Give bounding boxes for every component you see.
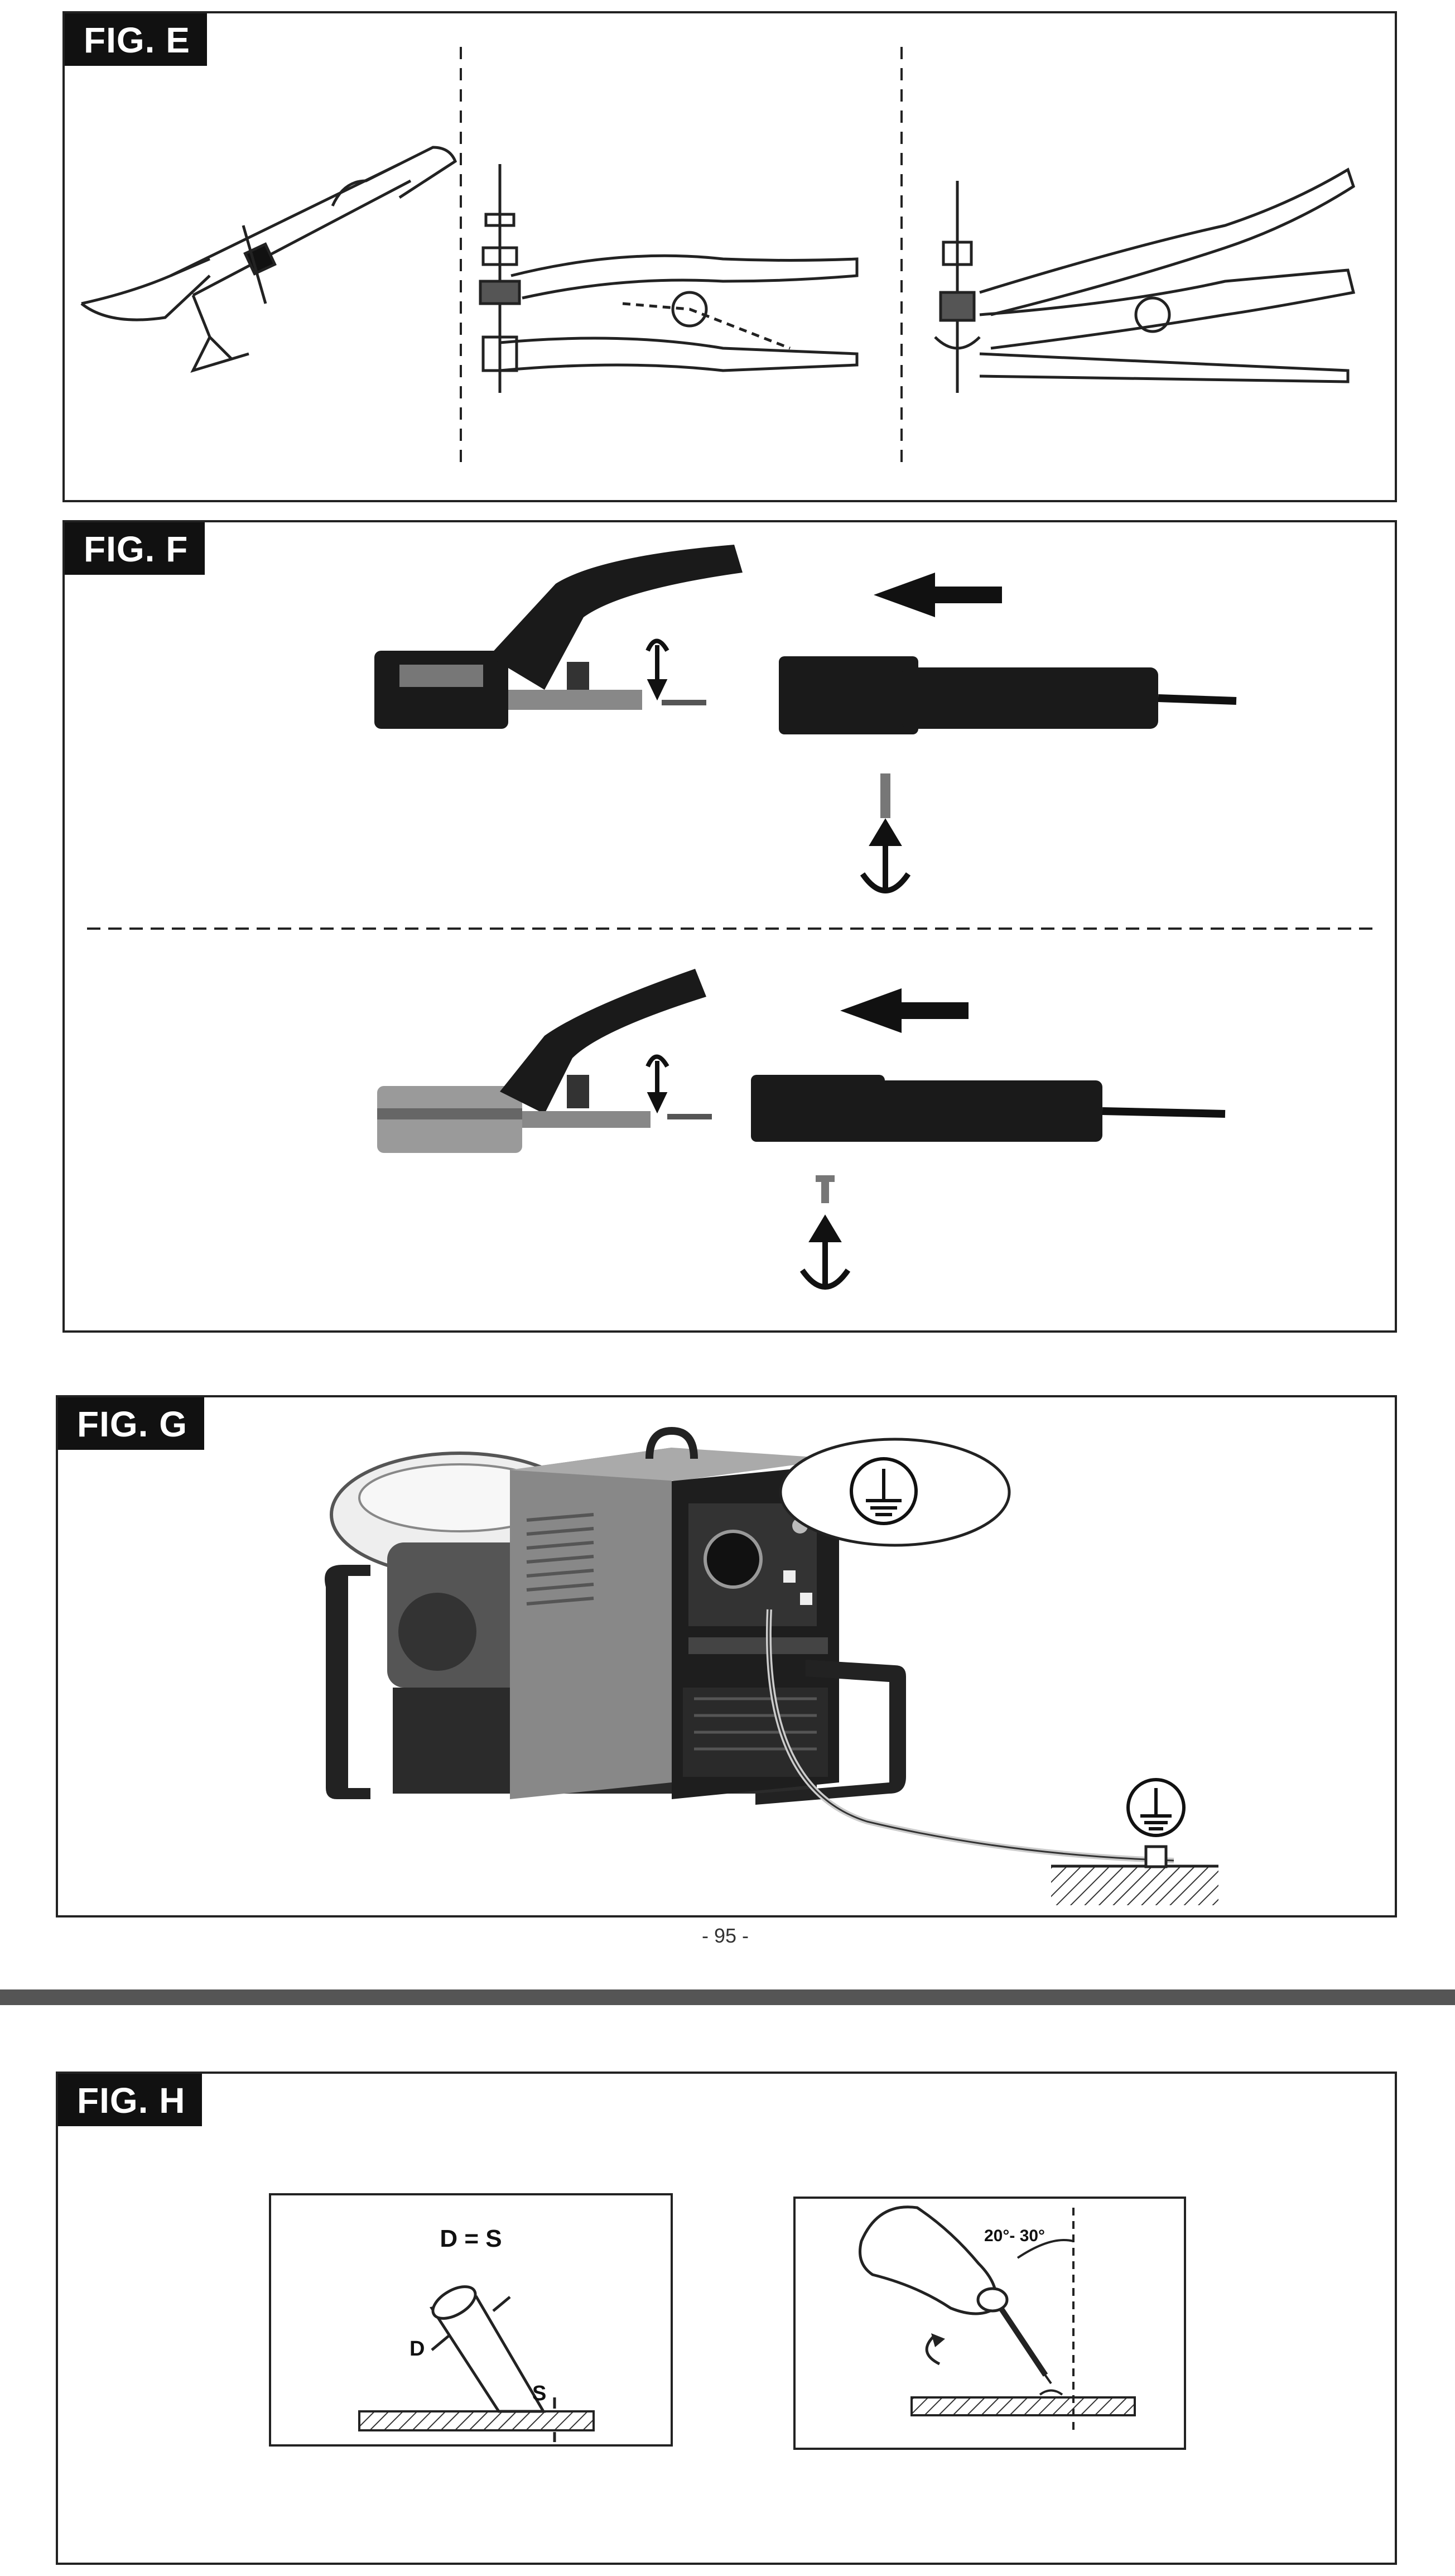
- fig-e-label: FIG. E: [65, 13, 207, 66]
- fig-f-top-holder-drawing: [374, 545, 1237, 818]
- fig-h-electrode-angle-diagram: 20°- 30°: [793, 2197, 1186, 2450]
- fig-e-clamp-cable-drawing: [80, 146, 457, 373]
- fig-h-electrode-diameter-diagram: D = S D S: [269, 2193, 673, 2447]
- fig-g-panel: FIG. G: [56, 1395, 1397, 1917]
- fig-g-label: FIG. G: [58, 1397, 204, 1450]
- page-number: - 95 -: [701, 1924, 749, 1947]
- fig-f-bottom-small-rotate-icon: [645, 1054, 669, 1114]
- fig-h-label: FIG. H: [58, 2074, 203, 2126]
- fig-h-panel: FIG. H D = S D S 20°- 30°: [56, 2072, 1397, 2565]
- fig-h-label-d: D: [409, 2337, 425, 2361]
- fig-f-panel: FIG. F: [62, 520, 1397, 1333]
- fig-h-angle: 20°- 30°: [984, 2227, 1045, 2245]
- fig-h-illustration: D = S D S 20°- 30°: [269, 2193, 1186, 2450]
- page-divider-bar: [0, 1989, 1455, 2005]
- fig-h-formula: D = S: [440, 2225, 502, 2252]
- fig-e-clamp-bolt-drawing: [479, 164, 859, 393]
- fig-f-illustration: [87, 545, 1376, 1290]
- fig-f-bottom-arrow-icon: [840, 988, 969, 1033]
- fig-h-label-s: S: [532, 2382, 546, 2405]
- ground-symbol-icon: [850, 1457, 918, 1525]
- fig-f-bottom-holder-drawing: [377, 969, 1226, 1203]
- fig-f-bottom-rotate-arrow-icon: [799, 1214, 851, 1290]
- ground-stake-symbol-icon: [1126, 1778, 1186, 1837]
- fig-g-ground-stake-drawing: [1051, 1845, 1218, 1905]
- fig-e-clamp-closed-drawing: [934, 167, 1356, 393]
- fig-e-illustration: [80, 47, 1356, 465]
- fig-f-label: FIG. F: [65, 522, 205, 575]
- fig-e-panel: FIG. E: [62, 11, 1397, 502]
- fig-g-illustration: [325, 1426, 1218, 1905]
- fig-f-top-arrow-icon: [874, 573, 1002, 617]
- fig-g-welder-generator-drawing: [325, 1426, 1174, 1863]
- fig-f-top-rotate-arrow-icon: [860, 818, 911, 893]
- fig-f-top-small-rotate-icon: [645, 638, 669, 701]
